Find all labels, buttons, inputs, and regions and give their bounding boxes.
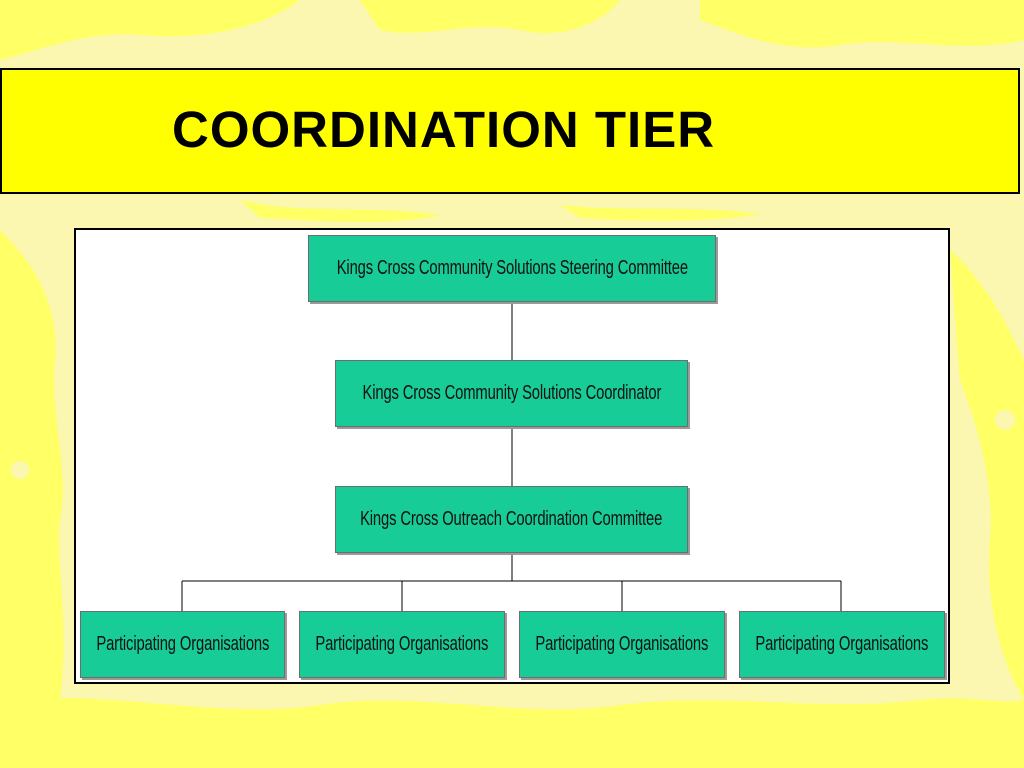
node-participating-org-4: Participating Organisations [739,611,945,678]
node-label: Participating Organisations [315,633,489,655]
node-label: Participating Organisations [535,633,709,655]
node-steering-committee: Kings Cross Community Solutions Steering… [308,235,716,302]
node-participating-org-2: Participating Organisations [299,611,505,678]
node-label: Kings Cross Community Solutions Steering… [336,257,688,279]
node-label: Participating Organisations [96,633,269,655]
node-outreach-committee: Kings Cross Outreach Coordination Commit… [335,486,688,553]
node-label: Participating Organisations [755,633,929,655]
node-label: Kings Cross Outreach Coordination Commit… [360,508,663,530]
node-participating-org-3: Participating Organisations [519,611,725,678]
title-banner [0,68,1020,194]
node-label: Kings Cross Community Solutions Coordina… [362,382,661,404]
slide-title: COORDINATION TIER [172,101,716,158]
node-participating-org-1: Participating Organisations [80,611,285,678]
node-solutions-coordinator: Kings Cross Community Solutions Coordina… [335,360,688,427]
